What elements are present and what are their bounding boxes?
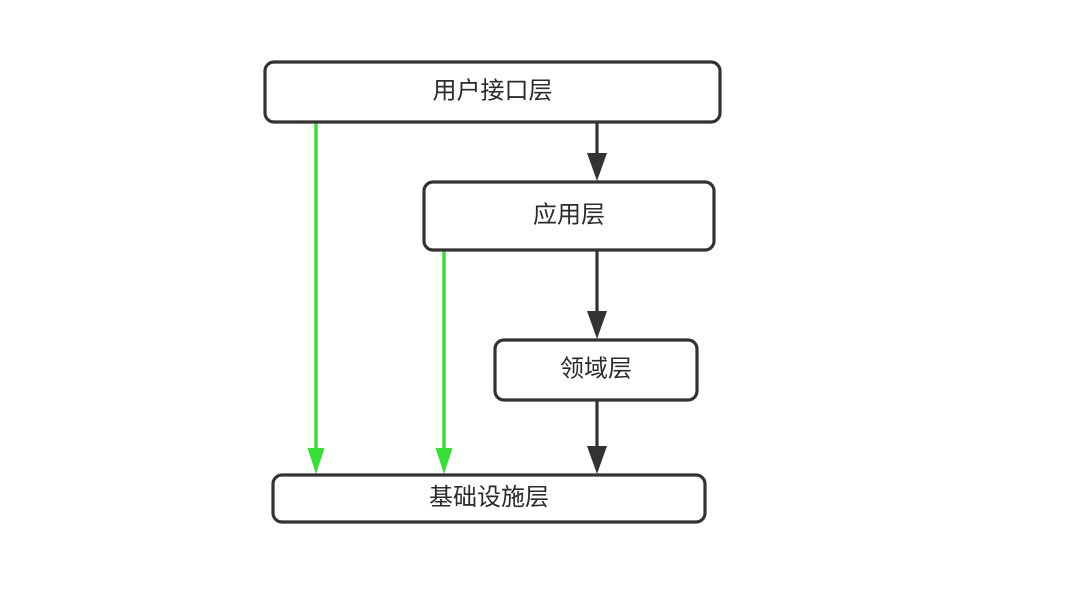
arrowhead-icon	[307, 448, 325, 474]
node-label: 用户接口层	[433, 78, 553, 105]
node-app[interactable]: 应用层	[422, 180, 716, 252]
arrowhead-icon	[587, 153, 607, 181]
node-ui[interactable]: 用户接口层	[263, 60, 722, 124]
edge-app-to-infra	[435, 250, 453, 474]
arrowhead-icon	[587, 446, 607, 474]
arrowhead-icon	[435, 448, 453, 474]
node-label: 领域层	[560, 356, 632, 383]
node-label: 基础设施层	[429, 484, 549, 511]
node-box[interactable]	[263, 60, 722, 124]
edge-ui-to-infra	[307, 122, 325, 474]
node-domain[interactable]: 领域层	[493, 338, 699, 402]
node-infra[interactable]: 基础设施层	[271, 473, 707, 524]
edge-domain-to-infra	[587, 400, 607, 474]
node-label: 应用层	[533, 202, 605, 229]
edge-ui-to-app	[587, 122, 607, 181]
node-box[interactable]	[271, 473, 707, 524]
node-box[interactable]	[493, 338, 699, 402]
arrowhead-icon	[587, 311, 607, 339]
edge-app-to-domain	[587, 250, 607, 339]
node-box[interactable]	[422, 180, 716, 252]
